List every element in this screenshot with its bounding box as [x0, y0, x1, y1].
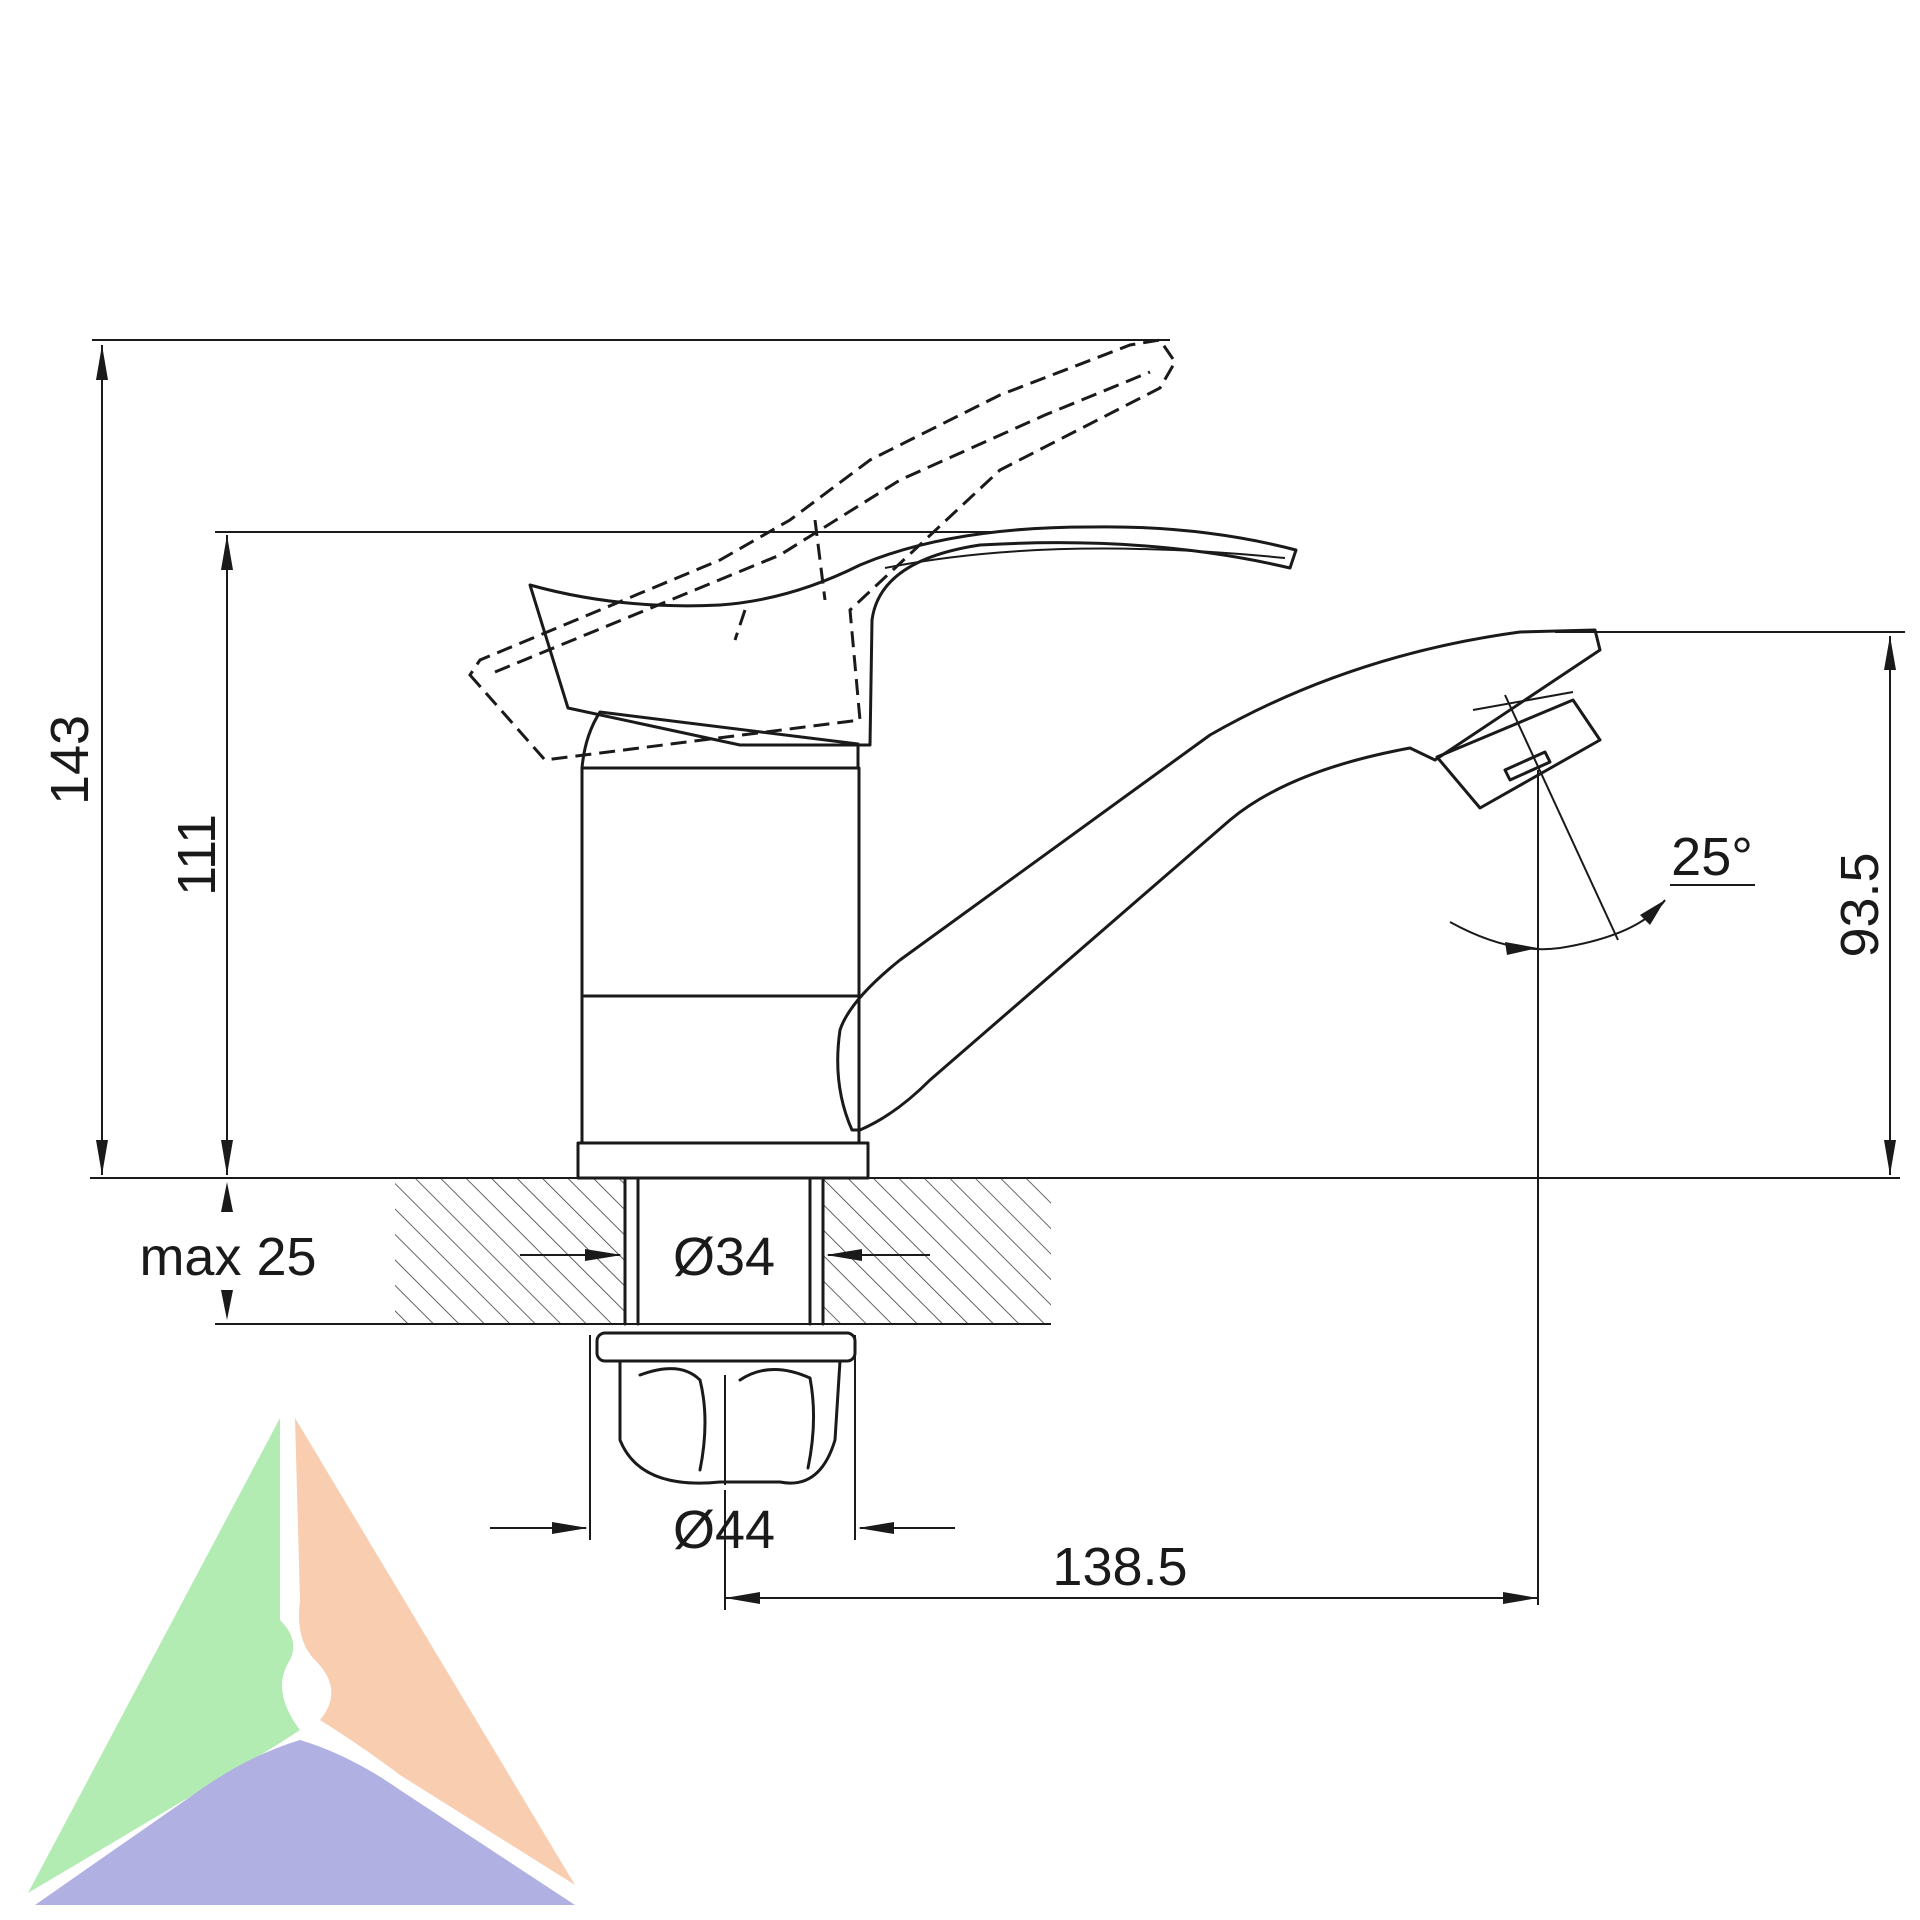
mounting-nut	[595, 1331, 857, 1485]
lever-handle-raised-dashed	[468, 338, 1177, 762]
dimension-lines	[92, 339, 1905, 1610]
dim-143-label: 143	[40, 715, 100, 805]
dim-reach-label: 138.5	[1052, 1537, 1187, 1597]
dim-nut-diameter-label: Ø44	[673, 1500, 775, 1560]
dim-angle-label: 25°	[1671, 827, 1753, 887]
lever-handle	[528, 525, 1298, 747]
countertop-section	[90, 1176, 1900, 1326]
dim-max-25-label: max 25	[139, 1227, 316, 1287]
faucet-body	[576, 710, 870, 1180]
dim-111-label: 111	[167, 814, 227, 896]
spout	[836, 628, 1619, 1605]
dim-93-5-label: 93.5	[1830, 852, 1890, 957]
brand-logo	[28, 1418, 575, 1905]
dim-hole-diameter-label: Ø34	[673, 1227, 775, 1287]
